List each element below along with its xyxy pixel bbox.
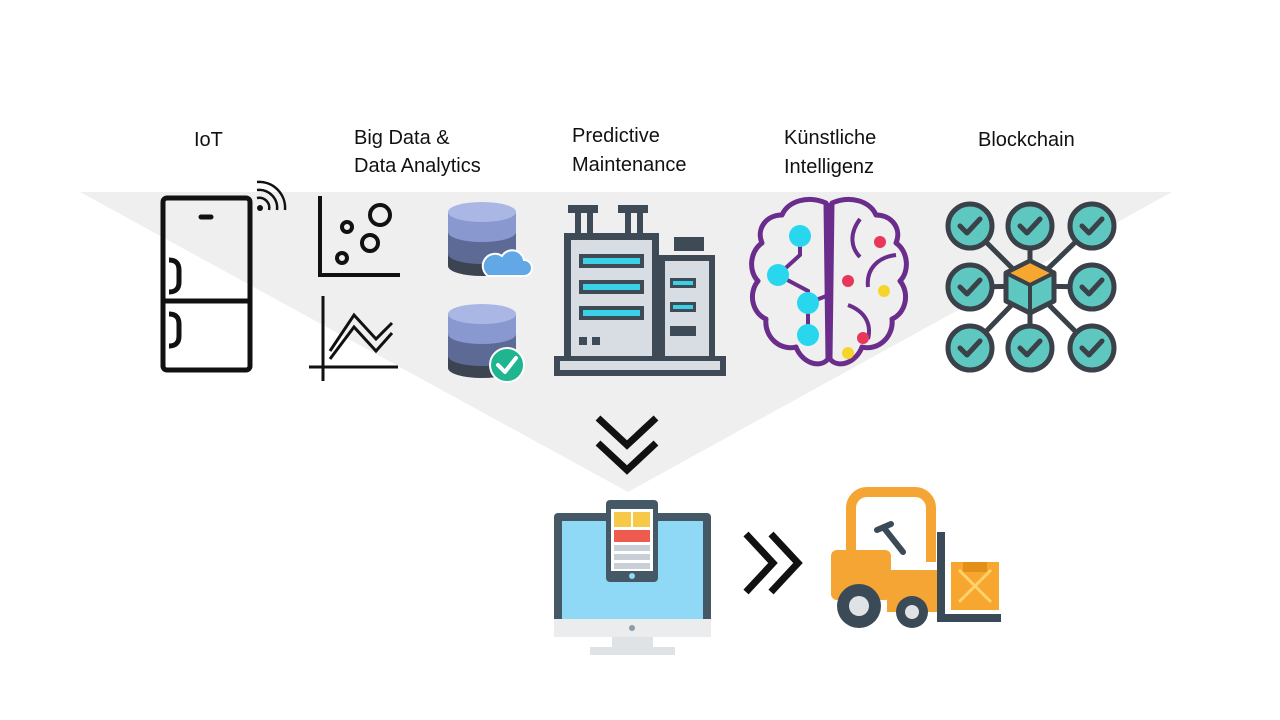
chevron-double-right-icon — [743, 531, 803, 595]
factory-building-icon — [554, 205, 726, 376]
label-predictive-line1: Predictive — [572, 125, 660, 147]
label-blockchain: Blockchain — [978, 129, 1075, 151]
label-predictive-line2: Maintenance — [572, 154, 687, 176]
computer-tablet-icon — [554, 500, 711, 655]
chevron-double-down-icon — [595, 415, 659, 475]
scatter-chart-icon — [318, 196, 400, 277]
forklift-icon — [831, 487, 1001, 628]
label-iot: IoT — [194, 129, 223, 151]
label-big-data-line2: Data Analytics — [354, 155, 481, 177]
label-ki-line1: Künstliche — [784, 127, 877, 149]
label-ki-line2: Intelligenz — [784, 156, 875, 178]
database-cloud-icon — [448, 202, 533, 277]
database-check-icon — [448, 304, 525, 383]
brain-ai-icon — [749, 197, 909, 367]
line-chart-icon — [309, 296, 398, 381]
label-big-data-line1: Big Data & — [354, 127, 450, 149]
blockchain-network-icon — [945, 201, 1117, 373]
fridge-wifi-icon — [160, 180, 287, 373]
